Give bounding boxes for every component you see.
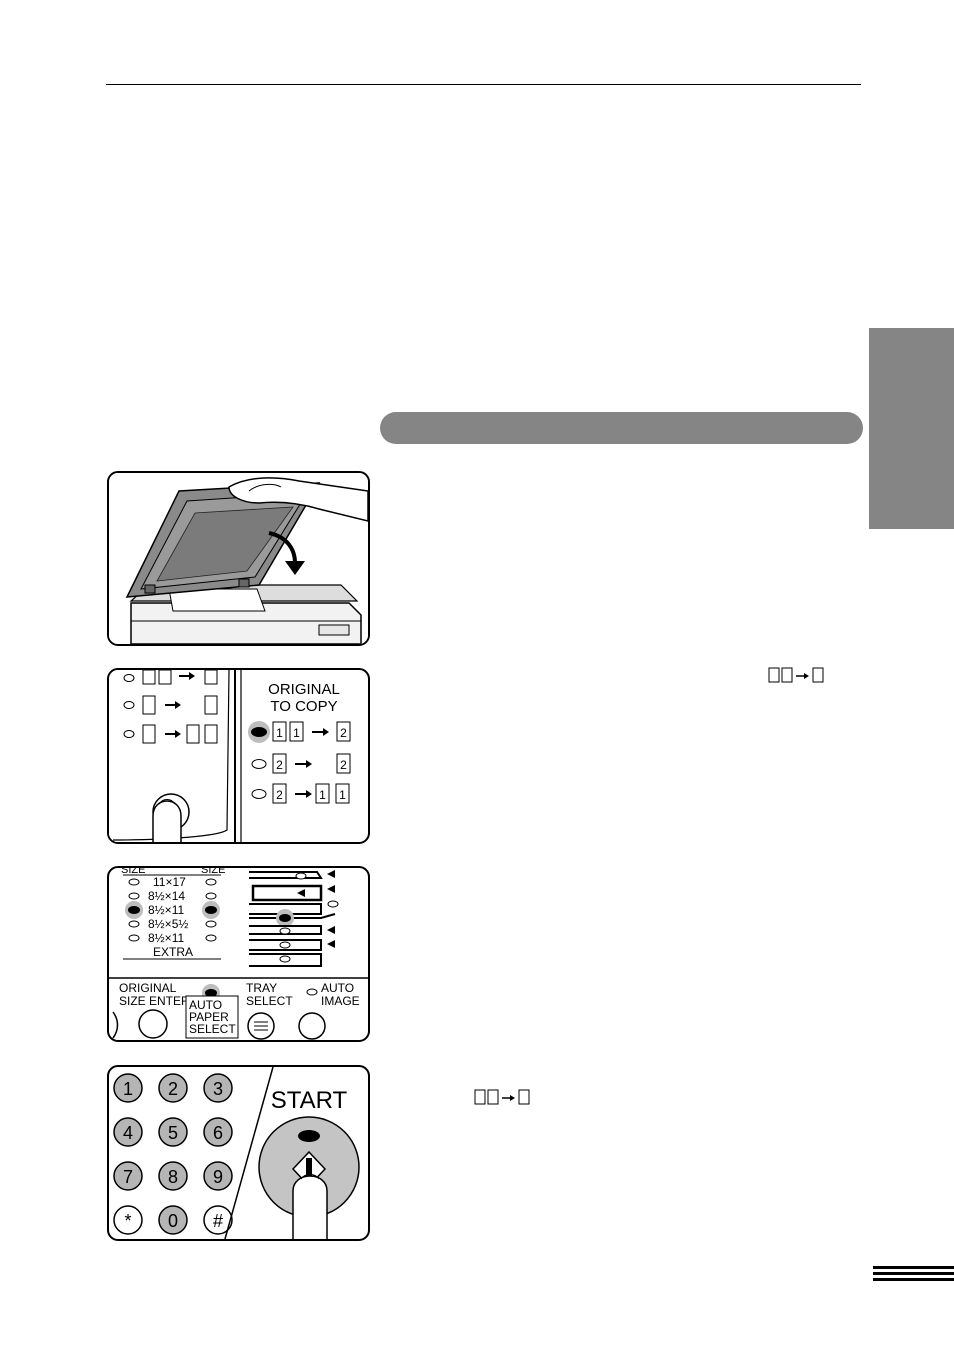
key-0[interactable] xyxy=(158,1205,188,1235)
finger-press-icon xyxy=(292,1174,328,1239)
key-2[interactable] xyxy=(158,1073,188,1103)
original-size-enter-label-1: ORIGINAL xyxy=(119,981,177,995)
svg-text:1: 1 xyxy=(293,726,300,740)
auto-image-label-2: IMAGE xyxy=(321,994,360,1008)
svg-text:2: 2 xyxy=(340,758,347,772)
svg-text:1: 1 xyxy=(319,788,326,802)
svg-text:6: 6 xyxy=(213,1123,223,1143)
svg-text:1: 1 xyxy=(276,726,283,740)
original-to-copy-title-1: ORIGINAL xyxy=(268,681,340,698)
svg-text:1: 1 xyxy=(123,1079,133,1099)
tray-select-label-1: TRAY xyxy=(246,981,277,995)
svg-text:8: 8 xyxy=(168,1167,178,1187)
key-star[interactable] xyxy=(113,1205,143,1235)
auto-paper-select-indicator xyxy=(185,995,239,1039)
original-to-copy-title-2: TO COPY xyxy=(270,698,337,715)
svg-text:4: 4 xyxy=(123,1123,133,1143)
figure-close-cover xyxy=(107,471,370,646)
key-8[interactable] xyxy=(158,1161,188,1191)
size-list: 11×17 8½×14 8½×11 8½×5½ 8½×11 EXTRA xyxy=(123,875,221,960)
key-4[interactable] xyxy=(113,1117,143,1147)
svg-text:9: 9 xyxy=(213,1167,223,1187)
numeric-keypad: 1 2 3 4 5 6 7 8 9 * 0 # xyxy=(113,1073,233,1235)
duplex-mode-icon xyxy=(768,667,824,683)
mode-one-sided-to-two-sided[interactable]: 1 1 2 xyxy=(248,721,351,743)
svg-text:8½×5½: 8½×5½ xyxy=(148,917,188,931)
svg-text:3: 3 xyxy=(213,1079,223,1099)
key-6[interactable] xyxy=(203,1117,233,1147)
mode-two-sided-to-one-sided[interactable]: 2 1 1 xyxy=(251,783,350,804)
top-rule xyxy=(106,84,861,85)
key-hash[interactable] xyxy=(203,1205,233,1235)
start-label: START xyxy=(271,1087,348,1114)
svg-text:5: 5 xyxy=(168,1123,178,1143)
svg-text:AUTO: AUTO xyxy=(189,998,222,1012)
figure-keypad-start: 1 2 3 4 5 6 7 8 9 * 0 # START xyxy=(107,1065,370,1241)
original-size-enter-label-2: SIZE ENTER xyxy=(119,994,190,1008)
svg-text:7: 7 xyxy=(123,1167,133,1187)
section-heading-bar xyxy=(380,412,863,444)
tray-select-label-2: SELECT xyxy=(246,994,293,1008)
svg-text:2: 2 xyxy=(276,758,283,772)
continued-marker xyxy=(873,1266,954,1284)
svg-text:8½×14: 8½×14 xyxy=(148,889,185,903)
svg-text:8½×11: 8½×11 xyxy=(148,903,184,917)
key-1[interactable] xyxy=(113,1073,143,1103)
duplex-mode-icon xyxy=(474,1089,530,1105)
svg-text:8½×11: 8½×11 xyxy=(148,931,184,945)
svg-text:2: 2 xyxy=(276,788,283,802)
figure-paper-select: SIZE SIZE 11×17 8½×14 8½×11 8½×5½ 8½×11 … xyxy=(107,866,370,1042)
duplex-mode-icon xyxy=(123,670,218,744)
svg-text:PAPER: PAPER xyxy=(189,1010,229,1024)
size-header-left: SIZE xyxy=(121,868,145,876)
svg-text:1: 1 xyxy=(339,788,346,802)
size-header-right: SIZE xyxy=(201,868,225,876)
auto-image-label-1: AUTO xyxy=(321,981,354,995)
chapter-tab xyxy=(869,328,954,529)
finger-press-icon xyxy=(152,793,190,842)
svg-text:0: 0 xyxy=(168,1211,178,1231)
svg-text:*: * xyxy=(124,1211,131,1231)
key-9[interactable] xyxy=(203,1161,233,1191)
document-cover-icon xyxy=(109,473,368,644)
key-7[interactable] xyxy=(113,1161,143,1191)
svg-text:SELECT: SELECT xyxy=(189,1022,236,1036)
svg-text:11×17: 11×17 xyxy=(153,875,186,889)
svg-text:2: 2 xyxy=(340,726,347,740)
mode-two-sided-to-two-sided[interactable]: 2 2 xyxy=(251,753,351,774)
tray-diagram xyxy=(249,870,339,967)
svg-text:2: 2 xyxy=(168,1079,178,1099)
original-size-enter-button[interactable] xyxy=(138,1009,168,1039)
auto-image-button[interactable] xyxy=(298,1012,326,1040)
key-5[interactable] xyxy=(158,1117,188,1147)
figure-original-to-copy: ORIGINAL TO COPY 1 1 2 2 2 2 xyxy=(107,668,370,844)
tray-select-button[interactable] xyxy=(247,1012,275,1040)
key-3[interactable] xyxy=(203,1073,233,1103)
svg-text:#: # xyxy=(213,1211,223,1231)
svg-text:EXTRA: EXTRA xyxy=(153,945,193,959)
